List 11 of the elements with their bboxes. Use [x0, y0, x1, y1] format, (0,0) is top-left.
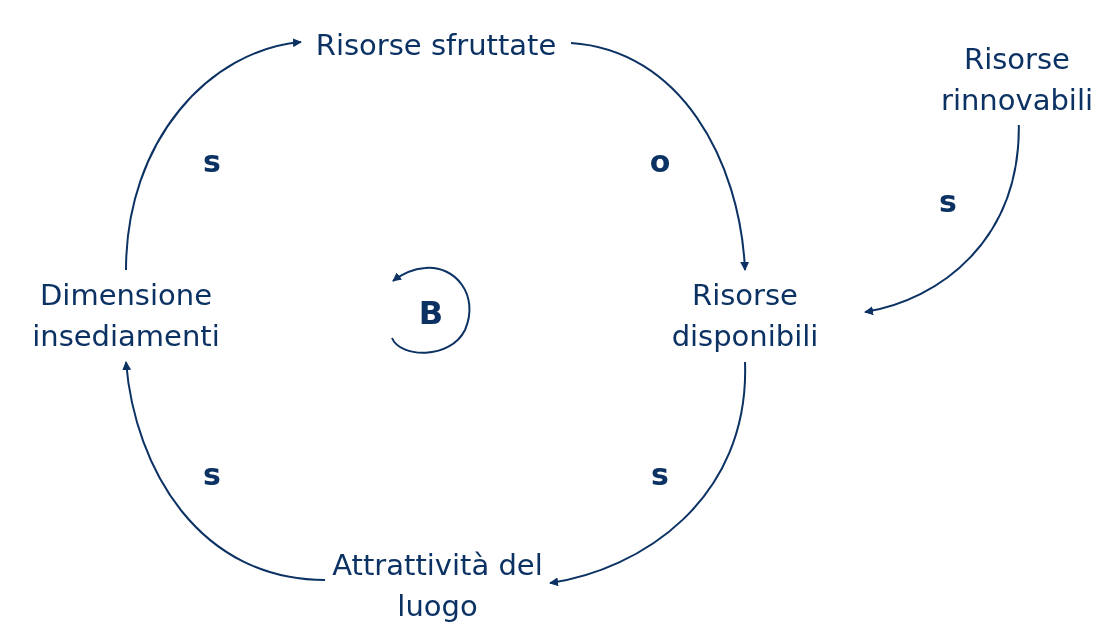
arrow [125, 38, 302, 271]
arrow [122, 361, 326, 581]
arrow [864, 124, 1020, 315]
node-label: Risorse sfruttate [315, 26, 557, 64]
node-label: Dimensione insediamenti [31, 277, 221, 355]
node-label: Risorse disponibili [670, 277, 820, 355]
node-label: Risorse rinnovabili [940, 41, 1094, 119]
loop-type-label: B [418, 294, 444, 332]
arrow [549, 361, 746, 586]
arrow [570, 42, 749, 271]
node-label: Attrattività del luogo [331, 547, 544, 625]
